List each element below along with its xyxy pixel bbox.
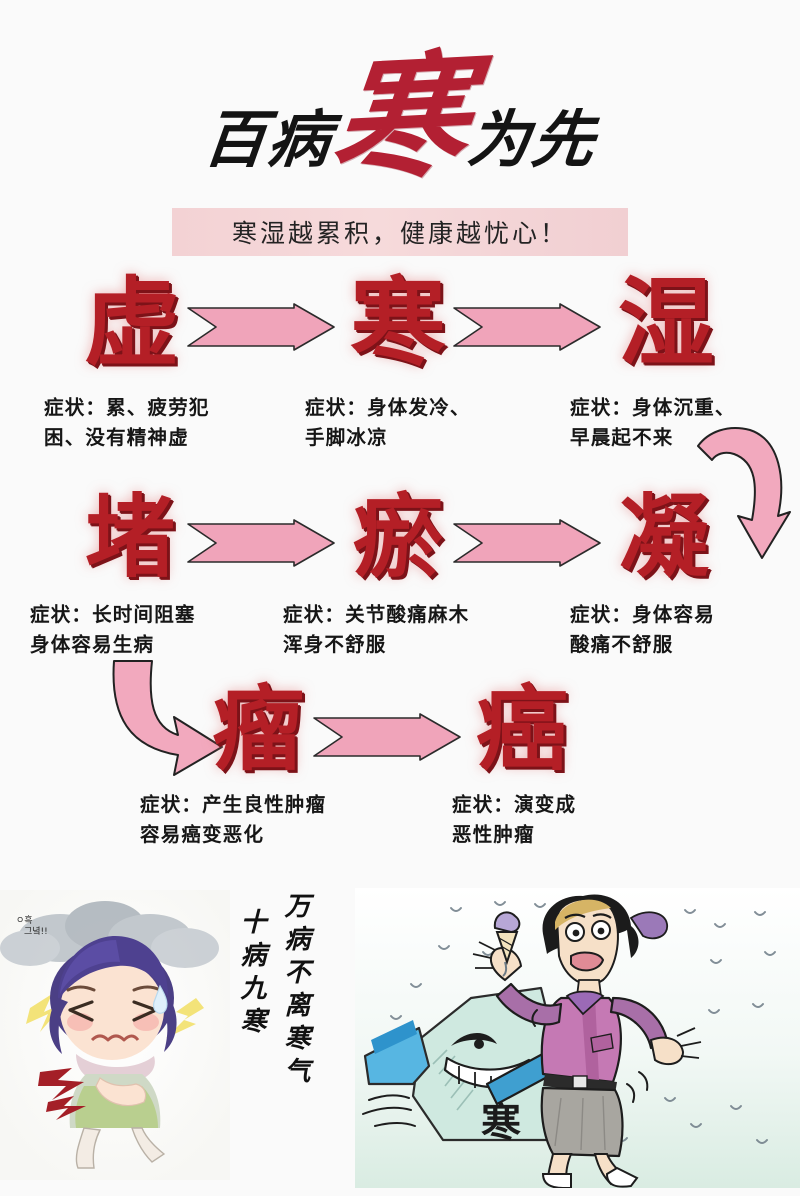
- subtitle-banner: 寒湿越累积，健康越忧心！: [172, 208, 628, 256]
- flow-row-2: 堵 瘀 凝: [0, 488, 800, 588]
- caption-ai: 症状：演变成 恶性肿瘤: [452, 790, 576, 850]
- caption-line: 症状：累、疲劳犯: [44, 396, 210, 419]
- caption-shi: 症状：身体沉重、 早晨起不来: [570, 393, 736, 453]
- caption-line: 恶性肿瘤: [452, 823, 535, 847]
- subtitle-text: 寒湿越累积，健康越忧心！: [231, 219, 568, 248]
- caption-line: 症状：产生良性肿瘤: [140, 793, 327, 816]
- title-line: 百病 寒 为先: [200, 35, 600, 201]
- caption-du: 症状：长时间阻塞 身体容易生病: [30, 600, 196, 660]
- arrow-right-2: [452, 303, 602, 351]
- stage-glyph: 瘀: [353, 485, 443, 590]
- stage-liu: 瘤: [198, 680, 318, 780]
- caption-line: 酸痛不舒服: [570, 633, 674, 657]
- caption-line: 手脚冰凉: [305, 426, 388, 450]
- curved-arrow-down-right-icon: [694, 424, 800, 564]
- caption-ning: 症状：身体容易 酸痛不舒服: [570, 600, 715, 660]
- svg-text:그녘!!: 그녘!!: [24, 926, 48, 937]
- title-suffix: 为先: [463, 102, 600, 176]
- caption-yu: 症状：关节酸痛麻木 浑身不舒服: [283, 600, 469, 660]
- caption-line: 困、没有精神虚: [44, 426, 189, 450]
- stage-xu: 虚: [72, 268, 192, 378]
- caption-line: 早晨起不来: [570, 426, 674, 450]
- stage-ai: 癌: [462, 680, 582, 780]
- arrow-left-2: [452, 519, 602, 567]
- stage-shi: 湿: [606, 268, 726, 378]
- stage-glyph: 凝: [619, 485, 709, 590]
- title-highlight-han: 寒: [323, 34, 479, 201]
- stage-han: 寒: [338, 268, 458, 378]
- svg-text:ㅇ흑: ㅇ흑: [16, 914, 33, 926]
- caption-line: 容易癌变恶化: [140, 823, 265, 847]
- caption-line: 症状：演变成: [452, 793, 577, 816]
- caption-line: 症状：身体容易: [570, 603, 715, 626]
- cold-monster-label-text: 寒: [481, 1099, 521, 1146]
- caption-line: 浑身不舒服: [283, 633, 387, 657]
- title-prefix: 百病: [200, 102, 337, 176]
- caption-han: 症状：身体发冷、 手脚冰凉: [305, 393, 471, 453]
- caption-line: 症状：长时间阻塞: [30, 603, 196, 626]
- caption-xu: 症状：累、疲劳犯 困、没有精神虚: [44, 393, 210, 453]
- arrow-left-1: [186, 519, 336, 567]
- stage-glyph: 癌: [475, 676, 568, 783]
- stage-glyph: 湿: [618, 267, 714, 379]
- stage-yu: 瘀: [338, 488, 458, 588]
- vertical-text-right: 万病不离寒气: [280, 892, 310, 1090]
- page-title: 百病 寒 为先: [0, 35, 800, 201]
- caption-line: 症状：身体发冷、: [305, 396, 471, 419]
- caption-liu: 症状：产生良性肿瘤 容易癌变恶化: [140, 790, 326, 850]
- stage-glyph: 寒: [350, 267, 446, 379]
- curved-arrow-down-left-icon: [100, 655, 230, 780]
- flow-row-3: 瘤 癌: [0, 680, 800, 780]
- stage-glyph: 堵: [85, 485, 175, 590]
- stage-du: 堵: [70, 488, 190, 588]
- caption-line: 身体容易生病: [30, 633, 155, 657]
- arrow-right-1: [186, 303, 336, 351]
- stage-ning: 凝: [604, 488, 724, 588]
- arrow-right-3: [312, 713, 462, 761]
- stage-glyph: 虚: [84, 267, 180, 379]
- illustration-cold-monster-attack: 寒: [355, 888, 800, 1188]
- vertical-text-left: 十病九寒: [236, 908, 266, 1040]
- caption-line: 症状：身体沉重、: [570, 396, 736, 419]
- caption-line: 症状：关节酸痛麻木: [283, 603, 470, 626]
- stage-glyph: 瘤: [211, 676, 304, 783]
- flow-row-1: 虚 寒 湿: [0, 268, 800, 378]
